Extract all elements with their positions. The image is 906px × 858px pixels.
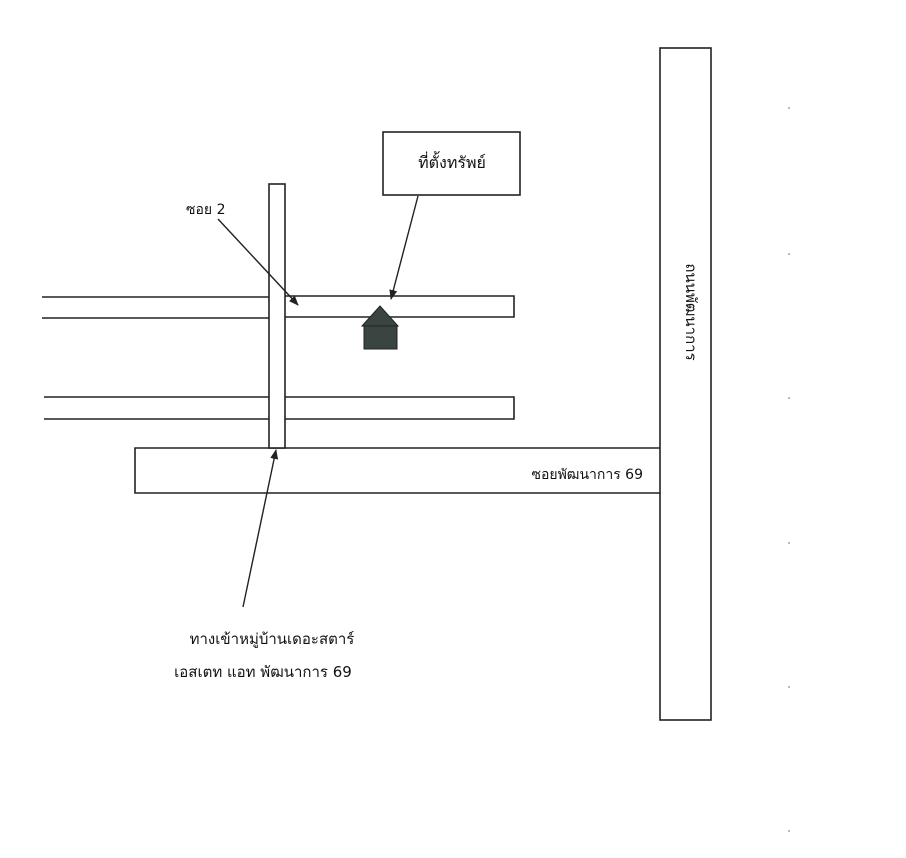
main-soi-road bbox=[134, 447, 660, 494]
lower-side-road bbox=[44, 396, 515, 420]
entrance-label-line2: เอสเตท แอท พัฒนาการ 69 bbox=[174, 663, 352, 681]
main-soi-label: ซอยพัฒนาการ 69 bbox=[531, 467, 643, 483]
soi2-label: ซอย 2 bbox=[186, 202, 225, 218]
soi2-road bbox=[268, 183, 286, 449]
house-icon bbox=[360, 305, 400, 350]
main-road-label: ถนนพัฒนาการ bbox=[682, 263, 700, 360]
entrance-label-line1: ทางเข้าหมู่บ้านเดอะสตาร์ bbox=[190, 630, 355, 648]
property-label-box bbox=[382, 131, 521, 196]
property-label: ที่ตั้งทรัพย์ bbox=[418, 151, 486, 172]
entrance-arrow bbox=[242, 449, 279, 608]
upper-side-road bbox=[42, 295, 515, 319]
property-arrow bbox=[389, 195, 419, 300]
margin-specks bbox=[788, 107, 790, 832]
main-road-vertical bbox=[659, 47, 712, 721]
soi2-arrow bbox=[217, 218, 299, 306]
